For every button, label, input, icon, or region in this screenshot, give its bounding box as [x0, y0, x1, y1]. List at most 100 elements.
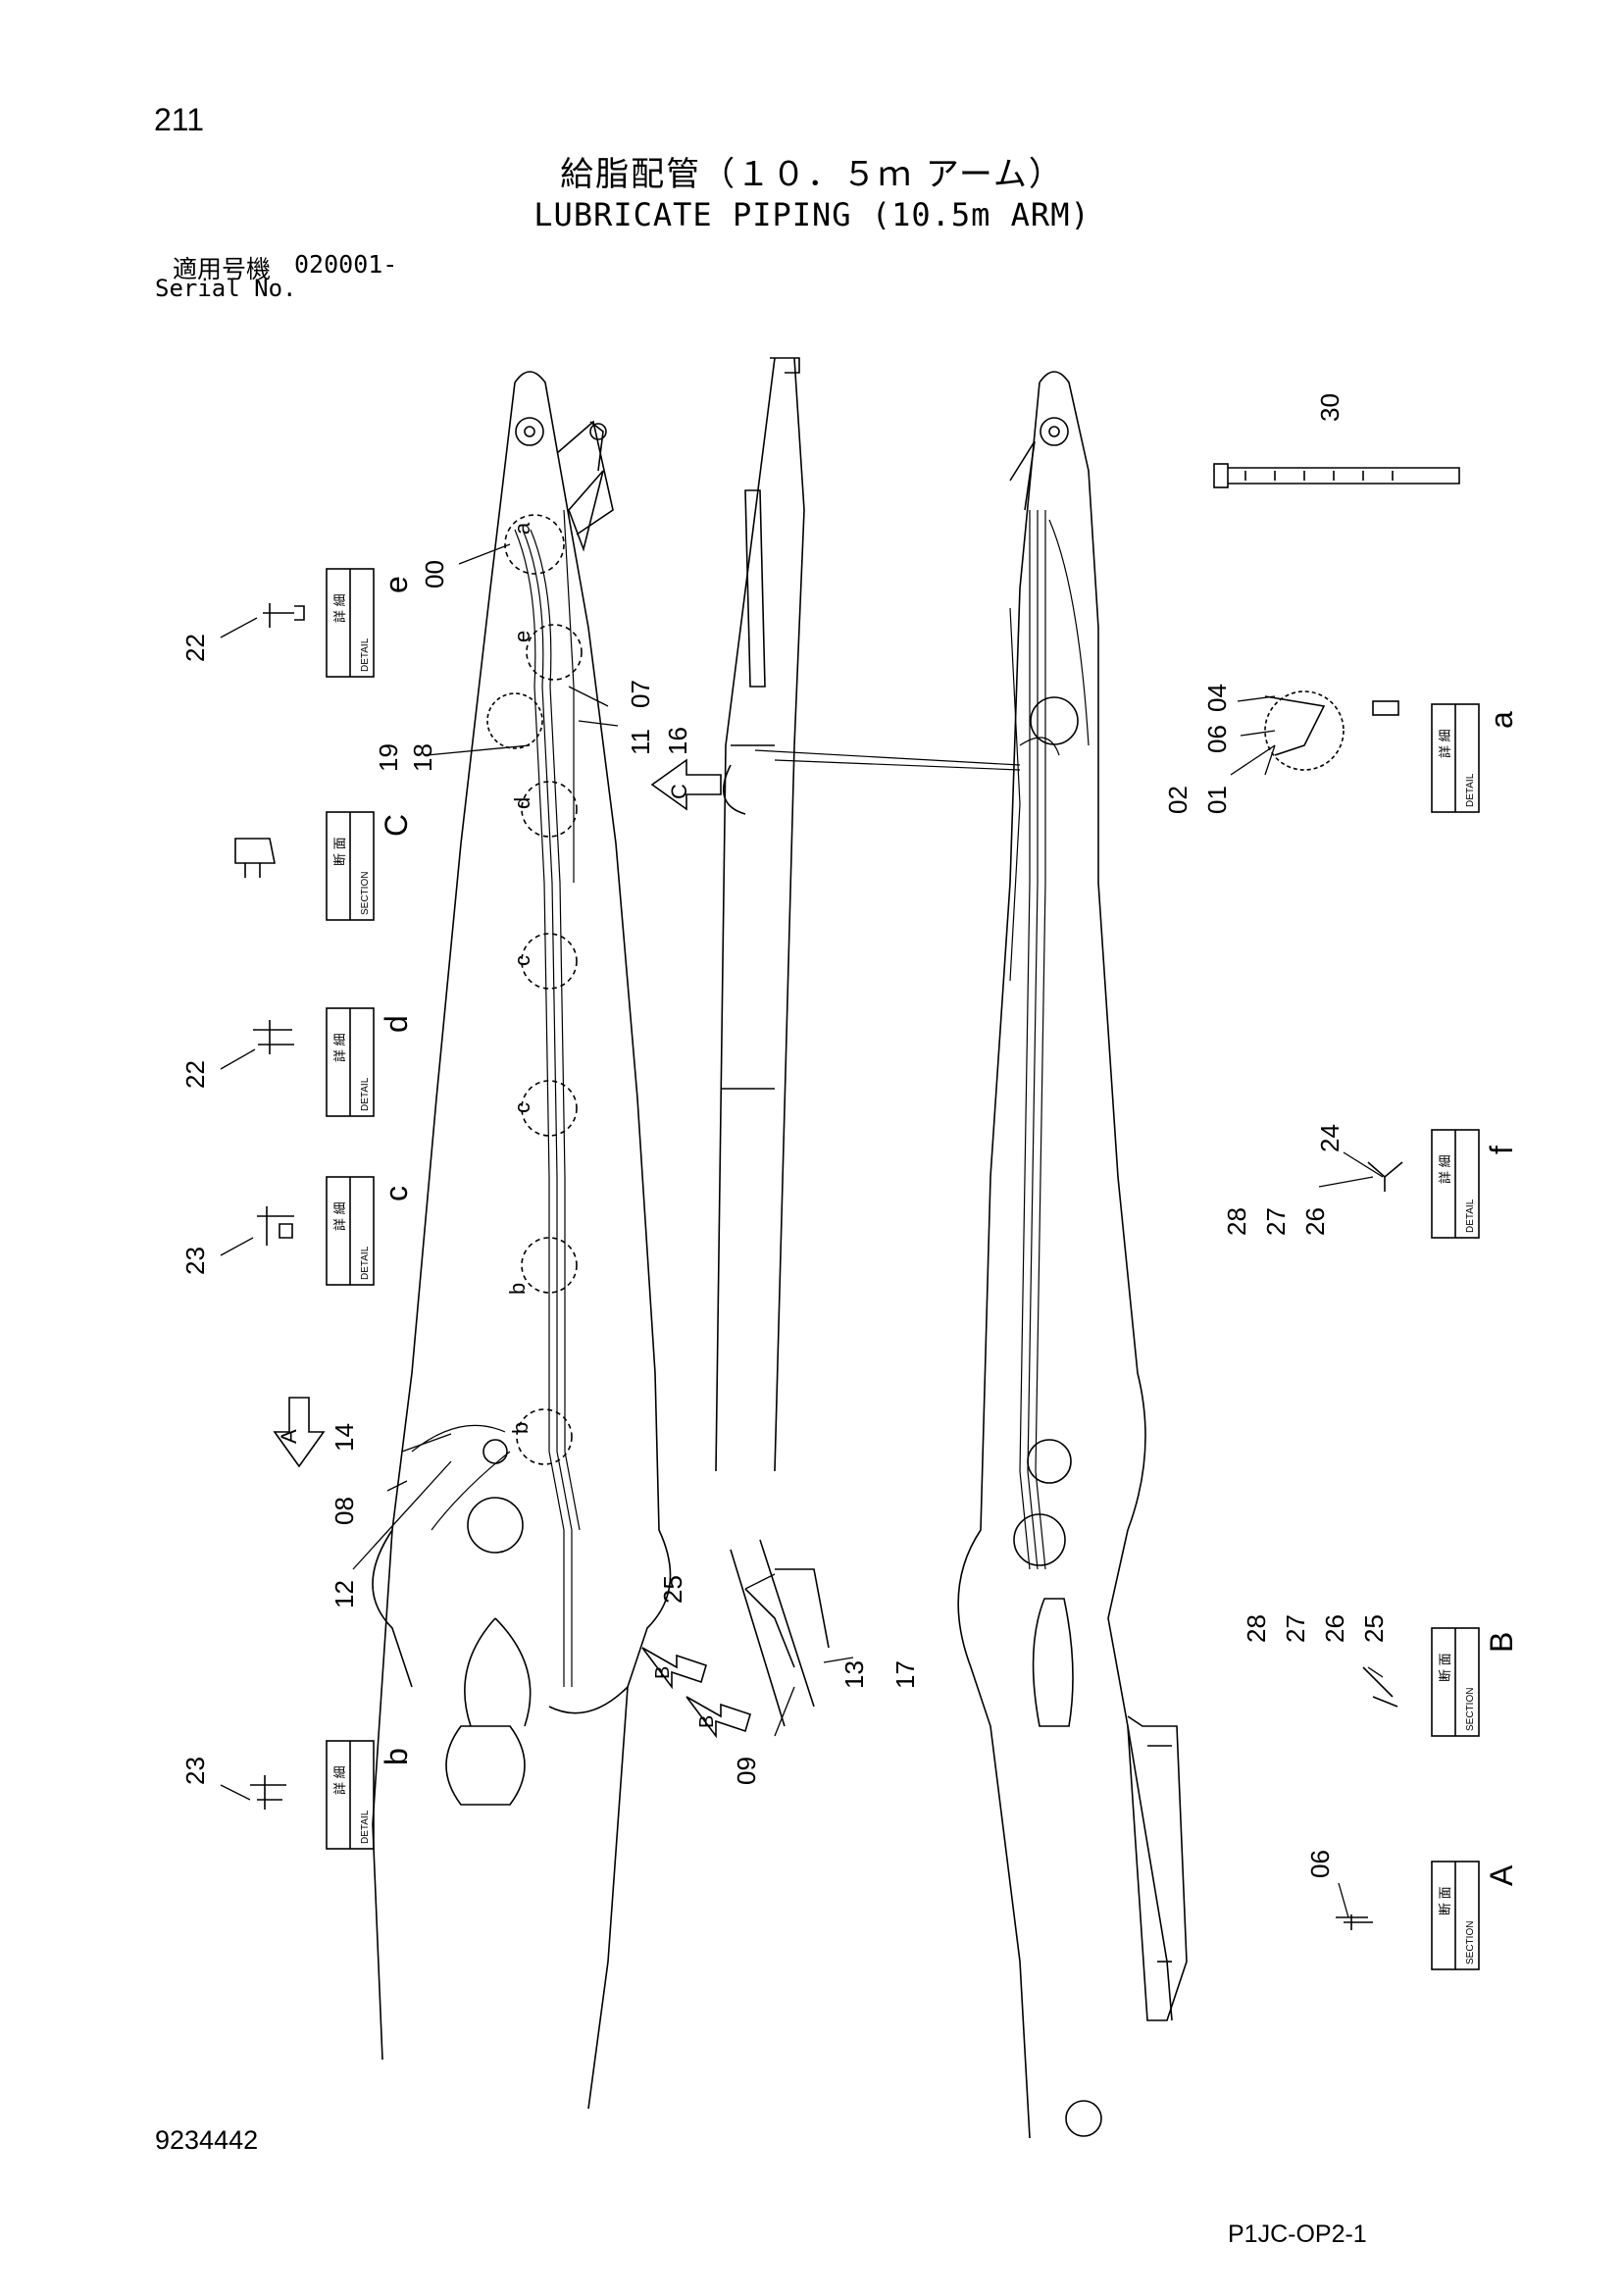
detail-box-d-kanji: 詳 細: [332, 1033, 347, 1062]
section-box-b-type: SECTION: [1465, 1688, 1476, 1731]
left-arm-detail-circles: [504, 514, 583, 1465]
detail-b-sketch: [250, 1775, 286, 1810]
detail-box-c-kanji: 詳 細: [332, 1201, 347, 1231]
part-label-28-f: 28: [1222, 1207, 1251, 1236]
part-label-26-f: 26: [1300, 1207, 1330, 1236]
section-box-b-letter: B: [1484, 1632, 1519, 1653]
sheet-code: P1JC-OP2-1: [1228, 2220, 1367, 2248]
part-label-17: 17: [890, 1660, 920, 1689]
part-label-06-a: 06: [1202, 725, 1232, 753]
section-box-c: 断 面 SECTION C: [326, 811, 414, 921]
view-arrow-b-1-letter: B: [652, 1666, 674, 1679]
detail-box-f-letter: f: [1484, 1146, 1519, 1154]
part-label-02: 02: [1163, 786, 1193, 814]
circle-marker-a: a: [510, 522, 534, 535]
drawing-number: 9234442: [155, 2125, 259, 2155]
view-arrow-c-letter: C: [667, 784, 691, 799]
detail-box-e-kanji: 詳 細: [332, 593, 347, 623]
detail-box-d: 詳 細 DETAIL d: [326, 1007, 414, 1117]
detail-box-f-type: DETAIL: [1465, 1199, 1476, 1233]
part-label-12: 12: [330, 1580, 359, 1608]
detail-d-sketch: [253, 1020, 294, 1054]
serial-label-japanese: 適用号機: [173, 255, 272, 283]
detail-c-sketch: [257, 1206, 294, 1246]
circle-marker-b-1: b: [505, 1283, 530, 1295]
section-b-sketch: [1362, 1666, 1398, 1708]
part-label-24: 24: [1315, 1124, 1345, 1152]
part-label-22-top: 22: [180, 634, 210, 662]
detail-box-a-type: DETAIL: [1465, 773, 1476, 807]
part-label-14: 14: [330, 1423, 359, 1452]
section-box-a-kanji: 断 面: [1438, 1886, 1452, 1915]
detail-box-b-kanji: 詳 細: [332, 1765, 347, 1795]
detail-box-a: 詳 細 DETAIL a: [1431, 703, 1519, 813]
section-c-sketch: [234, 838, 276, 878]
detail-box-c-type: DETAIL: [360, 1246, 371, 1280]
left-arm-outline: [372, 371, 672, 2110]
section-box-c-kanji: 断 面: [332, 837, 347, 866]
part-label-27-b: 27: [1281, 1614, 1310, 1643]
middle-arm-top-view: [715, 357, 805, 1472]
part-label-13: 13: [839, 1660, 869, 1689]
detail-box-c-letter: c: [379, 1186, 414, 1201]
view-arrow-a: A: [273, 1397, 326, 1468]
part-label-00: 00: [420, 560, 449, 588]
detail-f-sketch: [1367, 1161, 1403, 1192]
view-arrow-b-2-letter: B: [696, 1715, 718, 1728]
part-label-01: 01: [1202, 786, 1232, 814]
circle-marker-letters: a e d c c b b: [505, 522, 534, 1434]
view-arrow-a-letter: A: [277, 1429, 301, 1444]
part-label-04: 04: [1202, 684, 1232, 712]
detail-box-e-type: DETAIL: [360, 638, 371, 672]
section-box-a: 断 面 SECTION A: [1431, 1861, 1519, 1970]
section-box-b-kanji: 断 面: [1438, 1653, 1452, 1682]
part-label-19: 19: [374, 743, 403, 772]
part-label-27-f: 27: [1261, 1207, 1291, 1236]
left-arm-piping: [411, 509, 581, 1687]
section-box-a-type: SECTION: [1465, 1921, 1476, 1964]
section-box-c-letter: C: [379, 814, 414, 837]
middle-lower-detail: [730, 1539, 830, 1727]
part-label-22-mid: 22: [180, 1060, 210, 1089]
section-box-b: 断 面 SECTION B: [1431, 1627, 1519, 1737]
part-label-07: 07: [626, 680, 655, 708]
detail-box-f: 詳 細 DETAIL f: [1431, 1129, 1519, 1239]
section-box-c-type: SECTION: [360, 872, 371, 915]
part-label-16: 16: [663, 727, 692, 755]
view-arrow-c: C: [650, 758, 722, 811]
right-arm-outline: [957, 371, 1188, 2139]
right-arm-piping: [1009, 510, 1090, 1570]
part-label-06-section-a: 06: [1305, 1850, 1335, 1878]
circle-marker-b-2: b: [508, 1422, 533, 1434]
view-arrow-b-2: B: [685, 1696, 751, 1739]
detail-box-c: 詳 細 DETAIL c: [326, 1176, 414, 1286]
part-label-30: 30: [1315, 393, 1345, 422]
view-leader-lines: [754, 749, 1021, 771]
detail-box-e: 詳 細 DETAIL e: [326, 568, 414, 678]
section-a-sketch: [1336, 1914, 1373, 1930]
part-label-23-bottom: 23: [180, 1757, 210, 1785]
detail-a-sketch: [1264, 690, 1399, 771]
part-label-25-mid: 25: [658, 1575, 687, 1604]
part-label-23-mid: 23: [180, 1247, 210, 1275]
page-number: 211: [154, 102, 205, 137]
circle-marker-d: d: [510, 797, 534, 809]
part-label-25-b: 25: [1359, 1614, 1389, 1643]
detail-box-d-type: DETAIL: [360, 1077, 371, 1111]
section-box-a-letter: A: [1484, 1864, 1519, 1886]
circle-marker-c-2: c: [510, 1102, 534, 1113]
detail-box-b-type: DETAIL: [360, 1810, 371, 1844]
serial-label-english: Serial No.: [155, 275, 297, 302]
circle-marker-c-1: c: [510, 955, 534, 966]
detail-box-f-kanji: 詳 細: [1438, 1154, 1452, 1184]
part-label-18: 18: [408, 743, 437, 772]
part-label-28-b: 28: [1242, 1614, 1271, 1643]
circle-marker-e: e: [510, 631, 534, 642]
detail-box-b: 詳 細 DETAIL b: [326, 1740, 414, 1850]
part-label-26-b: 26: [1320, 1614, 1349, 1643]
detail-e-sketch: [263, 603, 305, 628]
part-label-09: 09: [732, 1757, 761, 1785]
cable-tie-drawing: [1213, 463, 1460, 488]
part-label-08: 08: [330, 1497, 359, 1525]
leader-lines: [220, 543, 1384, 1918]
